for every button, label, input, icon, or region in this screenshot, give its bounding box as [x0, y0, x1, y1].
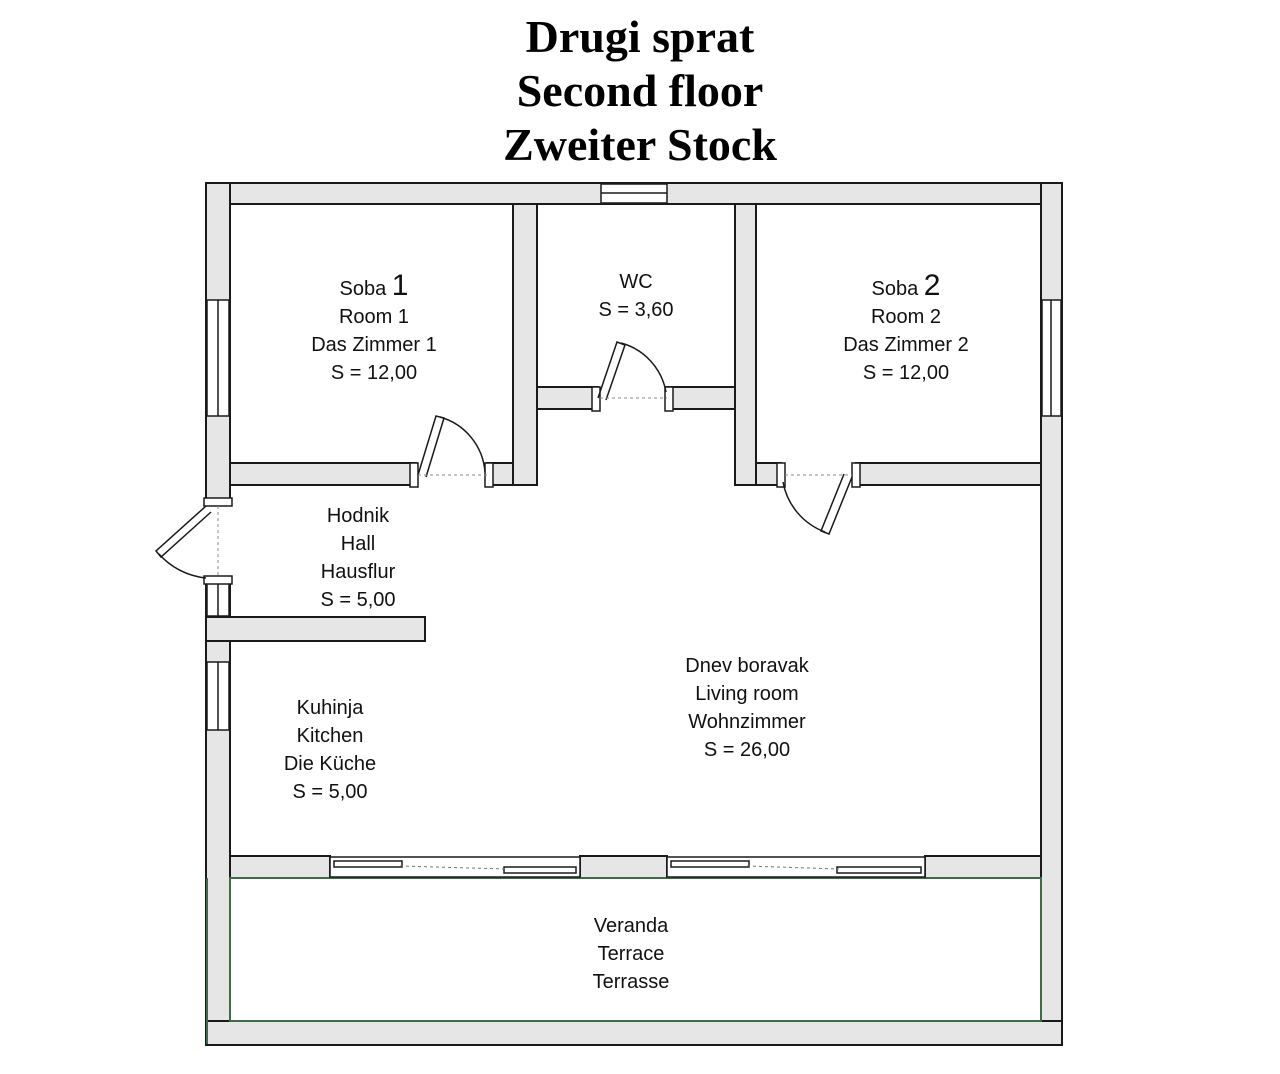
wall-terrace-right [924, 855, 1042, 879]
hall-de: Hausflur [320, 561, 396, 583]
wall-outer-left-lower [205, 577, 231, 1046]
door-room2 [820, 473, 853, 535]
hall-area: S = 5,00 [320, 589, 396, 611]
wall-wc-bottom-right [666, 386, 736, 410]
wc-title: WC [619, 271, 653, 293]
wall-terrace-left [229, 855, 331, 879]
living-en: Living room [695, 683, 799, 705]
label-terrace: Veranda Terrace Terrasse [571, 912, 691, 996]
room1-en: Room 1 [338, 306, 410, 328]
terrace-de: Terrasse [592, 971, 670, 993]
wall-wc-bottom-left [536, 386, 599, 410]
kitchen-area: S = 5,00 [292, 781, 368, 803]
living-area: S = 26,00 [703, 739, 791, 761]
door-entrance [154, 505, 212, 559]
terrace-sr: Veranda [593, 915, 669, 937]
title-line-2: Second floor [516, 65, 764, 116]
label-hall: Hodnik Hall Hausflur S = 5,00 [298, 502, 418, 614]
room2-title: Soba 2 [871, 269, 941, 302]
hall-sr: Hodnik [326, 505, 390, 527]
room2-en: Room 2 [870, 306, 942, 328]
title-line-1: Drugi sprat [525, 11, 755, 62]
wall-room1-bottom-left [229, 462, 417, 486]
wall-outer-bottom [205, 1020, 1063, 1046]
wall-room2-bottom-right [855, 462, 1042, 486]
label-room1: Soba 1 Room 1 Das Zimmer 1 S = 12,00 [294, 269, 454, 387]
terrace-outline [229, 877, 1042, 1022]
room1-title: Soba 1 [339, 269, 409, 302]
title-line-3: Zweiter Stock [503, 119, 777, 170]
wc-area: S = 3,60 [598, 299, 674, 321]
room1-area: S = 12,00 [330, 362, 418, 384]
hall-en: Hall [340, 533, 376, 555]
kitchen-en: Kitchen [296, 725, 364, 747]
kitchen-de: Die Küche [283, 753, 377, 775]
label-room2: Soba 2 Room 2 Das Zimmer 2 S = 12,00 [826, 269, 986, 387]
label-wc: WC S = 3,60 [576, 268, 696, 324]
wall-wc-right [734, 203, 757, 486]
door-wc [597, 341, 626, 401]
wall-terrace-mid [579, 855, 668, 879]
kitchen-sr: Kuhinja [296, 697, 364, 719]
room2-area: S = 12,00 [862, 362, 950, 384]
room2-de: Das Zimmer 2 [843, 334, 969, 356]
door-room1 [417, 415, 445, 478]
living-sr: Dnev boravak [685, 655, 809, 677]
terrace-en: Terrace [597, 943, 665, 965]
wall-hall-kitchen [205, 616, 426, 642]
label-living: Dnev boravak Living room Wohnzimmer S = … [667, 652, 827, 764]
label-kitchen: Kuhinja Kitchen Die Küche S = 5,00 [270, 694, 390, 806]
room1-de: Das Zimmer 1 [311, 334, 437, 356]
wall-room1-right [512, 203, 538, 486]
living-de: Wohnzimmer [688, 711, 806, 733]
